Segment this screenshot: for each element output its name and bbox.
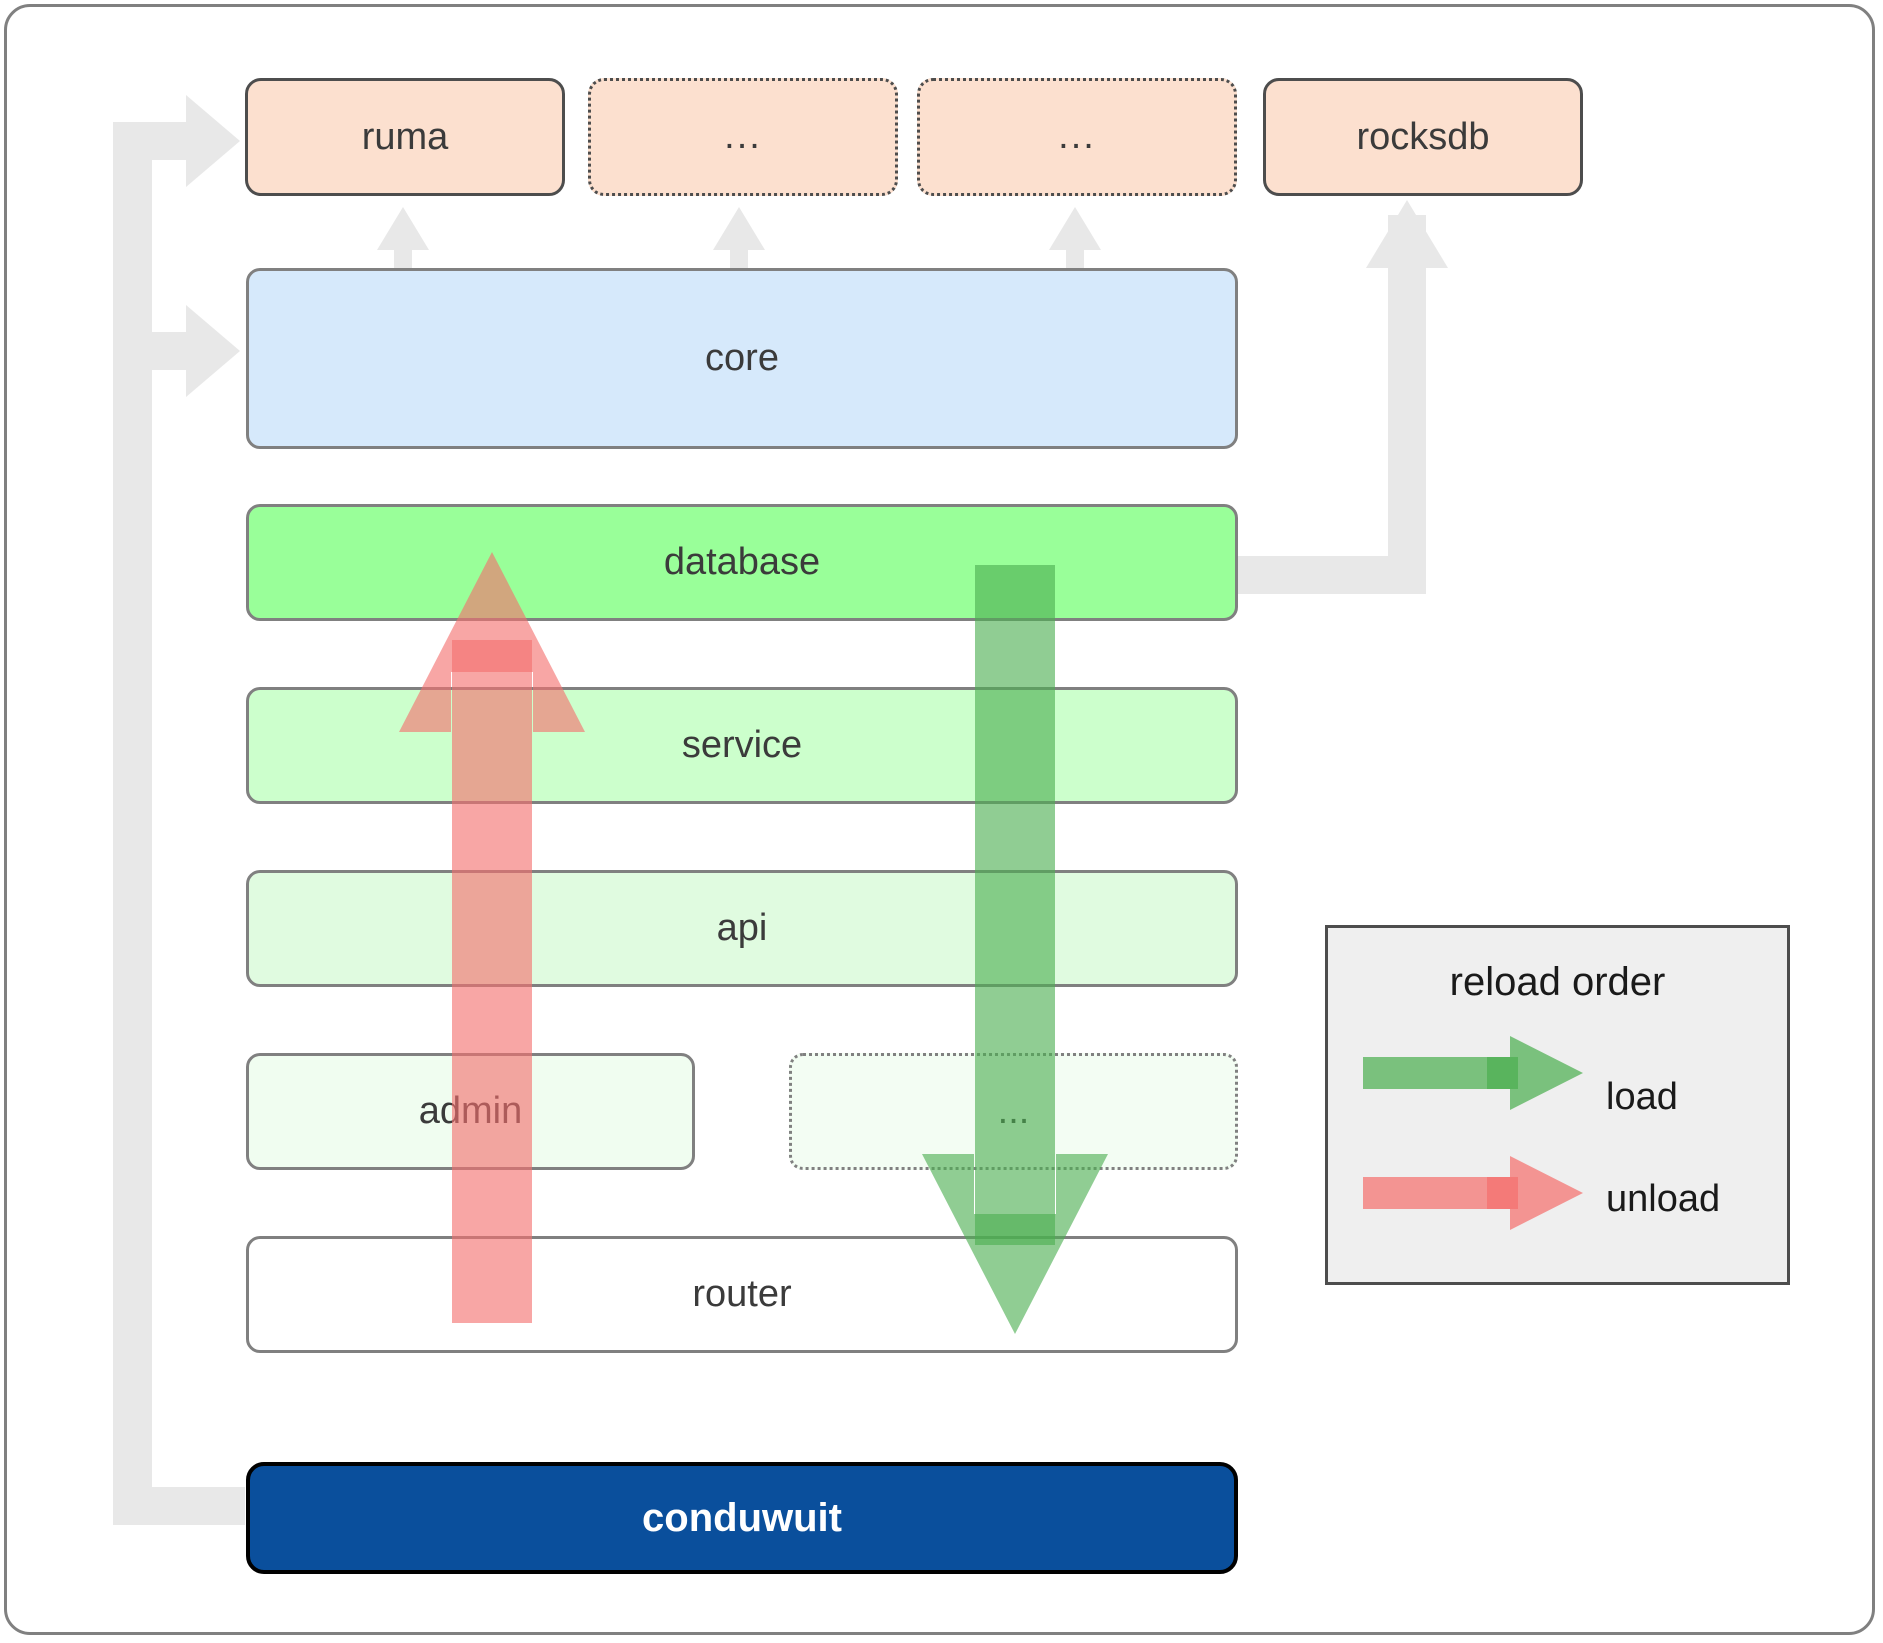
diagram-outer-frame: [4, 4, 1875, 1635]
dependency-label: ...: [1058, 115, 1096, 158]
layer-label: service: [681, 724, 803, 766]
layer-box-admin[interactable]: admin: [246, 1053, 695, 1170]
dependency-box-ellipsis-1[interactable]: ...: [588, 78, 898, 196]
layer-box-ellipsis[interactable]: ...: [789, 1053, 1238, 1170]
legend-title: reload order: [1449, 960, 1666, 1004]
layer-label: database: [663, 541, 821, 583]
layer-box-router[interactable]: router: [246, 1236, 1238, 1353]
legend-label-unload: unload: [1606, 1178, 1721, 1220]
dependency-box-rocksdb[interactable]: rocksdb: [1263, 78, 1583, 196]
dependency-label: ruma: [361, 115, 449, 158]
core-box[interactable]: core: [246, 268, 1238, 449]
binary-label: conduwuit: [642, 1495, 842, 1540]
legend-panel: reload order load unload: [1325, 925, 1790, 1285]
dependency-label: rocksdb: [1356, 115, 1490, 158]
layer-label: router: [692, 1273, 792, 1315]
core-label: core: [705, 337, 779, 379]
layer-box-service[interactable]: service: [246, 687, 1238, 804]
layer-label: ...: [997, 1090, 1030, 1132]
dependency-box-ellipsis-2[interactable]: ...: [917, 78, 1237, 196]
layer-label: api: [716, 907, 768, 949]
layer-box-database[interactable]: database: [246, 504, 1238, 621]
legend-label-load: load: [1606, 1076, 1678, 1118]
dependency-box-ruma[interactable]: ruma: [245, 78, 565, 196]
dependency-label: ...: [724, 115, 762, 158]
binary-box-conduwuit[interactable]: conduwuit: [246, 1462, 1238, 1574]
layer-box-api[interactable]: api: [246, 870, 1238, 987]
layer-label: admin: [418, 1090, 523, 1132]
